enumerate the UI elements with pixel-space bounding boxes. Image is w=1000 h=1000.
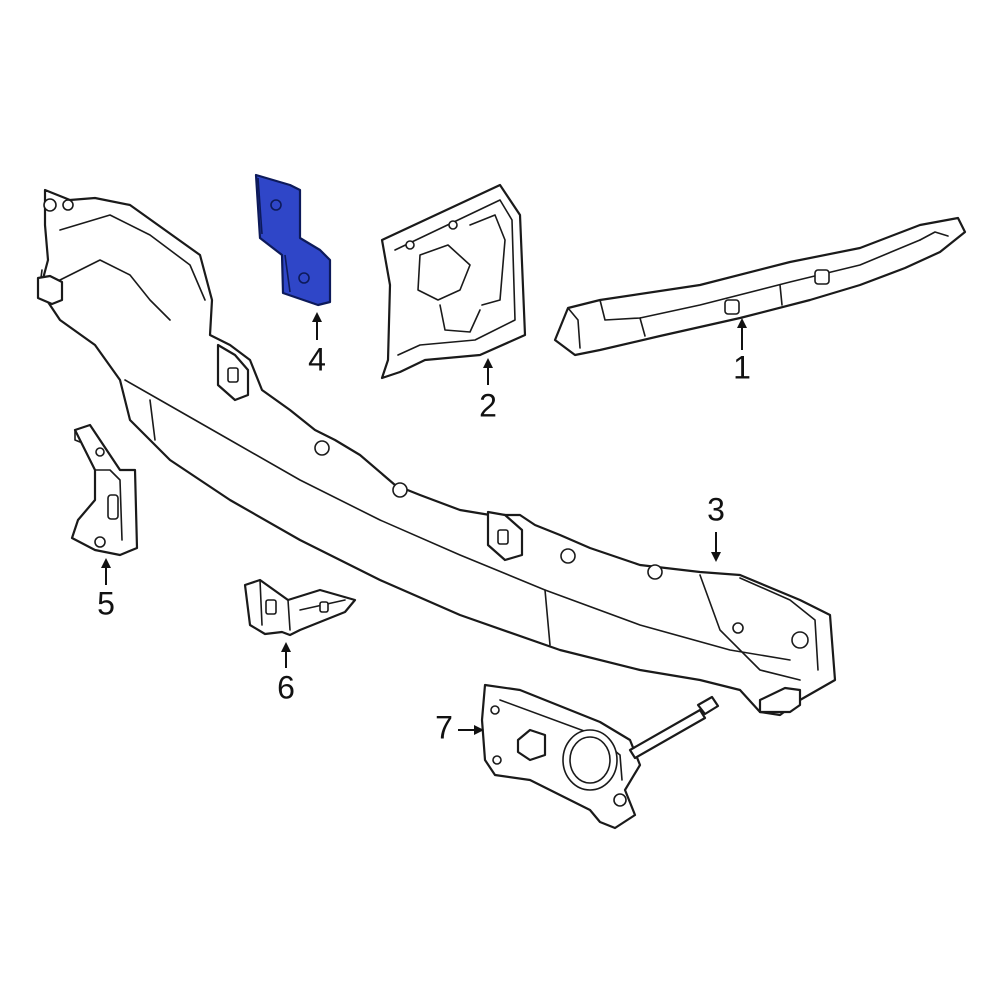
callout-7-label: 7 (435, 709, 453, 745)
part-3-bumper-beam (36, 188, 837, 717)
callout-3-label: 3 (707, 491, 725, 527)
part-1-bracket-strip (553, 216, 967, 357)
callout-4-label: 4 (308, 341, 326, 377)
callout-4: 4 (308, 312, 326, 377)
callout-2-label: 2 (479, 387, 497, 423)
callout-6: 6 (277, 642, 295, 705)
part-7-plate-with-bolt (480, 683, 720, 830)
callout-1-label: 1 (733, 349, 751, 385)
callout-7: 7 (435, 709, 484, 745)
part-2-shield-plate (380, 183, 527, 380)
callout-1: 1 (733, 318, 751, 385)
callout-3: 3 (707, 491, 725, 562)
part-4-bracket-highlighted (254, 173, 332, 307)
part-6-small-bracket (243, 578, 357, 637)
callout-5-label: 5 (97, 585, 115, 621)
callout-6-label: 6 (277, 669, 295, 705)
callout-2: 2 (479, 358, 497, 423)
callout-5: 5 (97, 558, 115, 621)
part-5-vertical-bracket (70, 423, 139, 557)
